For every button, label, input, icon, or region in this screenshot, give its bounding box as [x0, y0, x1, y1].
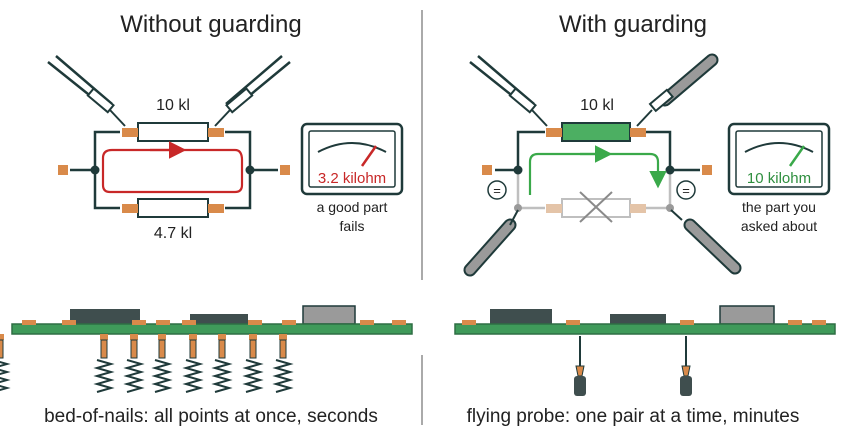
right-meter-reading: 10 kilohm	[747, 170, 811, 187]
test-probe-icon	[214, 55, 291, 127]
left-meter-caption-2: fails	[340, 218, 365, 234]
svg-text:=: =	[493, 183, 501, 198]
right-circuit	[495, 130, 700, 172]
guard-icon: =	[676, 180, 696, 200]
left-top-resistor	[137, 122, 209, 142]
flying-probe-icon	[680, 336, 692, 396]
left-circuit	[70, 130, 278, 210]
meter-icon	[300, 122, 404, 196]
flying-probe-icon	[574, 336, 586, 396]
flying-probe-icon	[463, 209, 519, 277]
guard-icon: =	[487, 180, 507, 200]
left-bottom-resistor-label: 4.7 kl	[154, 225, 192, 242]
right-top-resistor-label: 10 kl	[580, 97, 614, 114]
test-probe-icon	[47, 55, 126, 127]
right-meter-caption-1: the part you	[742, 199, 816, 215]
spring-pin-icon	[0, 334, 11, 392]
left-meter-caption-1: a good part	[317, 199, 388, 215]
right-title: With guarding	[559, 11, 707, 38]
right-pads	[482, 128, 712, 175]
left-footer: bed-of-nails: all points at once, second…	[44, 406, 378, 427]
svg-text:=: =	[682, 183, 690, 198]
left-title: Without guarding	[120, 11, 301, 38]
right-pcb	[454, 305, 836, 335]
flying-probe-icon	[636, 53, 719, 127]
right-top-resistor	[561, 122, 631, 142]
left-pcb	[11, 305, 413, 335]
left-current-path	[101, 148, 244, 194]
left-meter-reading: 3.2 kilohm	[318, 170, 386, 187]
left-pads	[58, 128, 290, 213]
meter-icon	[727, 122, 831, 196]
left-bottom-resistor	[137, 198, 209, 218]
x-icon	[579, 191, 613, 223]
right-ghost-pads	[546, 204, 646, 213]
right-meter-caption-2: asked about	[741, 218, 817, 234]
left-top-resistor-label: 10 kl	[156, 97, 190, 114]
right-footer: flying probe: one pair at a time, minute…	[467, 406, 800, 427]
flying-probe-icon	[670, 209, 742, 275]
right-current-path	[528, 152, 667, 195]
test-probe-icon	[469, 55, 548, 127]
